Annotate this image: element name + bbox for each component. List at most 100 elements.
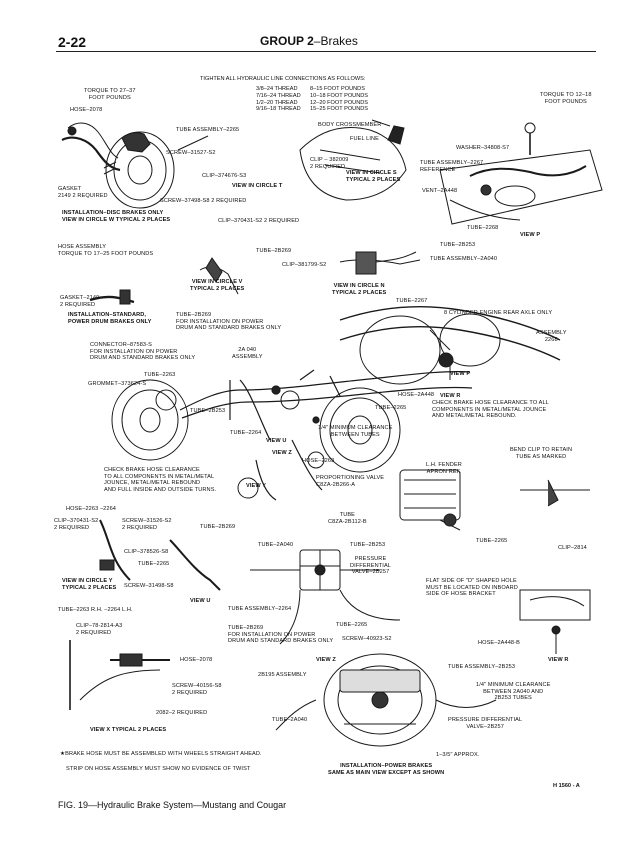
callout-2b195-assembly: 2B195 ASSEMBLY [258,672,307,678]
note-installation-power: INSTALLATION–POWER BRAKES SAME AS MAIN V… [328,763,445,776]
group-suffix: –Brakes [313,34,358,48]
callout-lh-fender: L.H. FENDER APRON REF. [426,462,462,475]
torque-value: 8–15 FOOT POUNDS [310,86,365,92]
callout-screw-40923: SCREW–40923-S2 [342,636,392,642]
callout-hose-assembly: HOSE ASSEMBLY TORQUE TO 17–25 FOOT POUND… [58,244,154,257]
view-circles [155,389,325,499]
thread-size: 7/16–24 THREAD [256,92,301,99]
rear-axle-drawing [339,305,561,385]
callout-clip-382009: CLIP – 382009 2 REQUIRED [310,157,349,170]
callout-hose-2a448-b: HOSE–2A448-B [478,640,520,646]
page-number: 2-22 [58,34,87,50]
callout-tube-2b269-bot: TUBE–2B269 FOR INSTALLATION ON POWER DRU… [228,625,334,645]
callout-pressure-differential: PRESSURE DIFFERENTIAL VALVE–2B257 [350,556,391,576]
callout-hose-2078-low: HOSE–2078 [180,657,213,663]
callout-assembly-2268: ASSEMBLY 2268 [536,330,567,343]
callout-tube-2b253-low: TUBE–2B253 [350,542,386,548]
note-strip: STRIP ON HOSE ASSEMBLY MUST SHOW NO EVID… [66,766,251,772]
callout-washer-34808: WASHER–34808-S7 [456,145,510,151]
crossmember-detail [299,119,407,201]
callout-bend-clip: BEND CLIP TO RETAIN TUBE AS MARKED [510,447,573,460]
figure-title: —Hydraulic Brake System—Mustang and Coug… [88,800,287,810]
callout-tube-assembly-2b253: TUBE ASSEMBLY–2B253 [448,664,516,670]
group-name: GROUP 2 [260,34,314,48]
torque-row: 1/2–20 THREAD 12–20 FOOT POUNDS [256,100,368,107]
callout-clip-374676: CLIP–374676-S3 [202,173,247,179]
callout-gasket-2149-mid: GASKET–2149 2 REQUIRED [60,295,100,308]
callout-grommet-373624: GROMMET–373624-S [88,381,147,387]
callout-tube-2268: TUBE–2268 [467,225,499,231]
callout-tube-assembly-2267: TUBE ASSEMBLY–2267 REFERENCE [420,160,484,173]
figure-code: H 1560 - A [553,783,580,789]
figure-number: FIG. 19 [58,800,89,810]
callout-screw-37498: SCREW–37498-S8 2 REQUIRED [160,198,247,204]
callout-screw-31498: SCREW–31498-S8 [124,583,174,589]
torque-table-title: TIGHTEN ALL HYDRAULIC LINE CONNECTIONS A… [200,76,366,82]
pressure-differential-drawing [250,549,401,645]
header-rule [56,51,596,52]
bend-clip-drawing [520,479,590,507]
thread-size: 9/16–18 THREAD [256,106,301,113]
thread-size: 3/8–24 THREAD [256,86,298,92]
callout-clip-370431-low: CLIP–370431-S2 2 REQUIRED [54,518,99,531]
view-r-drawing [519,589,591,654]
view-circle-n-drawing [339,251,421,275]
callout-tube-2267: TUBE–2267 [396,298,428,304]
callout-torque-27-37: TORQUE TO 27–37 FOOT POUNDS [84,88,136,101]
callout-tube-2b253: TUBE–2B253 [440,242,476,248]
callout-check-hose-left: CHECK BRAKE HOSE CLEARANCE TO ALL COMPON… [104,467,217,493]
callout-hose-2078: HOSE–2078 [70,107,103,113]
view-x-drawing [69,640,170,710]
torque-table: TIGHTEN ALL HYDRAULIC LINE CONNECTIONS A… [200,76,369,113]
callout-view-p-mid: VIEW P [450,371,471,377]
callout-view-r: VIEW R [440,393,461,399]
callout-vent-2a448: VENT–2A448 [422,188,458,194]
callout-view-p: VIEW P [520,232,541,238]
callout-view-circle-s: VIEW IN CIRCLE S TYPICAL 2 PLACES [346,170,401,183]
front-drum-drawing [111,379,189,461]
callout-pressure-differential-bot: PRESSURE DIFFERENTIAL VALVE–2B257 [448,717,523,730]
callout-tube-assembly-2264: TUBE ASSEMBLY–2264 [228,606,292,612]
power-brake-drawing [275,653,497,747]
callout-view-circle-n: VIEW IN CIRCLE N TYPICAL 2 PLACES [332,283,387,296]
callout-clip-381799: CLIP–381799-S2 [282,262,327,268]
callout-torque-12-18: TORQUE TO 12–18 FOOT POUNDS [540,92,592,105]
callout-tube-2265-mid: TUBE–2265 [375,405,407,411]
callout-view-y: VIEW Y [246,483,267,489]
torque-row: 3/8–24 THREAD 8–15 FOOT POUNDS [256,86,368,93]
callout-connector-87583: CONNECTOR–87583-S FOR INSTALLATION ON PO… [90,342,196,362]
callout-clip-2814: CLIP–2814 [558,545,587,551]
callout-fuel-line: FUEL LINE [350,136,379,142]
callout-min-clearance-low: 1/4" MINIMUM CLEARANCE BETWEEN 2A040 AND… [476,682,551,702]
note-brake-hose: ★BRAKE HOSE MUST BE ASSEMBLED WITH WHEEL… [60,751,262,757]
callout-tube-2b269: TUBE–2B269 [256,248,292,254]
callout-approx: 1–3/5" APPROX. [436,752,480,758]
callout-tube-2b269-mid: TUBE–2B269 FOR INSTALLATION ON POWER DRU… [176,312,282,332]
callout-tube-2b269-low: TUBE–2B269 [200,524,236,530]
thread-size: 1/2–20 THREAD [256,99,298,106]
view-p-drawing [439,122,603,225]
callout-view-u-low: VIEW U [190,598,211,604]
callout-tube-2265-y: TUBE–2265 [138,561,170,567]
callout-hose-2263: HOSE–2263 [302,458,335,464]
callout-8-cylinder: 8 CYLINDER ENGINE REAR AXLE ONLY [444,310,553,316]
callout-clip-370431: CLIP–370431-S2 2 REQUIRED [218,218,300,224]
callout-tube-2265-low: TUBE–2265 [476,538,508,544]
callout-view-circle-t: VIEW IN CIRCLE T [232,183,283,189]
callout-hose-2a448: HOSE–2A448 [398,392,435,398]
brake-line-routing [179,369,473,501]
torque-value: 15–25 FOOT POUNDS [310,106,369,113]
callout-view-circle-y: VIEW IN CIRCLE Y TYPICAL 2 PLACES [62,578,117,591]
callout-screw-31527: SCREW–31527-S2 [166,150,216,156]
callout-tube-2265-bot: TUBE–2265 [336,622,368,628]
callout-tube-2a040: TUBE–2A040 [258,542,294,548]
callout-tube-c8za: TUBE C8ZA-2B112-B [328,512,367,525]
group-title: GROUP 2–Brakes [260,34,358,48]
callout-tube-2263: TUBE–2263 [144,372,176,378]
callout-clip-78-2814: CLIP–78-2814-A3 2 REQUIRED [76,623,123,636]
torque-value: 12–20 FOOT POUNDS [310,99,369,106]
master-cylinder-top-drawing [399,469,461,531]
callout-2a040-assembly: 2A 040 ASSEMBLY [232,347,263,360]
